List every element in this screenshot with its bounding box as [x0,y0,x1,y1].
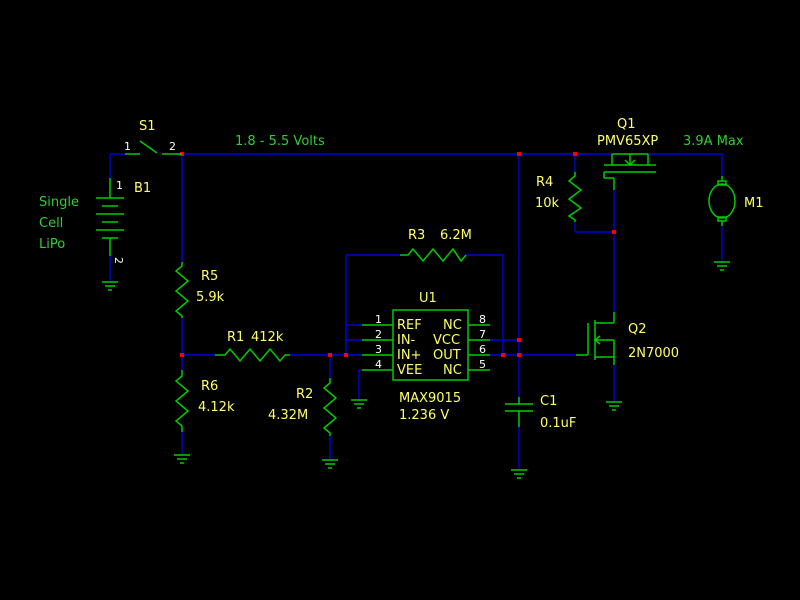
u1-pin-name: NC [443,318,462,333]
junction-dot [517,152,521,156]
b1-pin1: 1 [116,179,123,192]
resistor-r1[interactable]: R1 412k [215,330,290,363]
r1-ref: R1 [227,330,244,345]
switch-s1[interactable]: S1 1 2 [124,119,182,155]
u1-pin-number: 5 [479,358,486,371]
wires [109,153,723,470]
q2-ref: Q2 [628,322,647,337]
motor-m1[interactable]: M1 [708,176,764,226]
junction-dot [328,353,332,357]
u1-pin-name: VEE [397,363,422,378]
junction-dot [612,230,616,234]
r3-ref: R3 [408,228,425,243]
r3-value: 6.2M [440,228,472,243]
c1-ref: C1 [540,394,557,409]
r6-ref: R6 [201,379,218,394]
ground-icon [102,281,118,291]
r2-ref: R2 [296,387,313,402]
s1-ref: S1 [139,119,156,134]
u1-pin-number: 6 [479,343,486,356]
u1-pin-name: IN- [397,333,416,348]
ground-symbols [102,261,730,479]
b1-ref: B1 [134,181,151,196]
b1-pin2: 2 [112,257,125,264]
resistor-r5[interactable]: R5 5.9k [174,262,225,318]
r4-value: 10k [535,196,560,211]
u1-pin-name: VCC [433,333,460,348]
u1-part: MAX9015 [399,391,461,406]
m1-ref: M1 [744,196,764,211]
resistor-r4[interactable]: R4 10k [535,172,583,222]
u1-pin-number: 2 [375,328,382,341]
mosfet-q2[interactable]: Q2 2N7000 [576,312,679,365]
resistor-r2[interactable]: R2 4.32M [268,378,338,436]
u1-pin-name: OUT [433,348,461,363]
junction-dot [344,353,348,357]
u1-pin-name: NC [443,363,462,378]
motor-current-label: 3.9A Max [683,134,744,149]
u1-pin-number: 1 [375,313,382,326]
u1-pin-name: IN+ [397,348,421,363]
ground-icon [322,459,338,469]
junction-dot [501,353,505,357]
r4-ref: R4 [536,175,553,190]
battery-label-line3: LiPo [39,237,65,252]
supply-voltage-label: 1.8 - 5.5 Volts [235,134,325,149]
u1-pin-number: 3 [375,343,382,356]
junction-dot [180,353,184,357]
ground-icon [714,261,730,271]
r5-value: 5.9k [196,290,225,305]
ground-icon [174,454,190,464]
ground-icon [351,399,367,409]
s1-pin1: 1 [124,140,131,153]
u1-pin-number: 8 [479,313,486,326]
r1-value: 412k [251,330,284,345]
junction-dot [517,338,521,342]
junction-dot [573,152,577,156]
resistor-r6[interactable]: R6 4.12k [174,370,235,432]
s1-pin2: 2 [169,140,176,153]
r2-value: 4.32M [268,408,308,423]
battery-label-line1: Single [39,195,79,210]
r6-value: 4.12k [198,400,235,415]
u1-pin-name: REF [397,318,422,333]
c1-value: 0.1uF [540,416,576,431]
u1-note: 1.236 V [399,408,449,423]
r5-ref: R5 [201,269,218,284]
junction-dot [517,353,521,357]
mosfet-q1[interactable]: Q1 PMV65XP [597,117,658,190]
battery-b1[interactable]: B1 1 2 Single Cell LiPo [39,178,151,264]
ground-icon [606,401,622,411]
q2-value: 2N7000 [628,346,679,361]
q1-ref: Q1 [617,117,636,132]
ground-icon [511,469,527,479]
battery-label-line2: Cell [39,216,63,231]
u1-pin-number: 4 [375,358,382,371]
capacitor-c1[interactable]: C1 0.1uF [505,394,576,431]
resistor-r3[interactable]: R3 6.2M [400,228,472,263]
u1-pin-number: 7 [479,328,486,341]
u1-ref: U1 [419,291,437,306]
q1-value: PMV65XP [597,134,658,149]
comparator-u1[interactable]: U1 1 2 3 4 8 7 6 5 REF IN- IN+ VEE NC VC… [362,291,490,423]
